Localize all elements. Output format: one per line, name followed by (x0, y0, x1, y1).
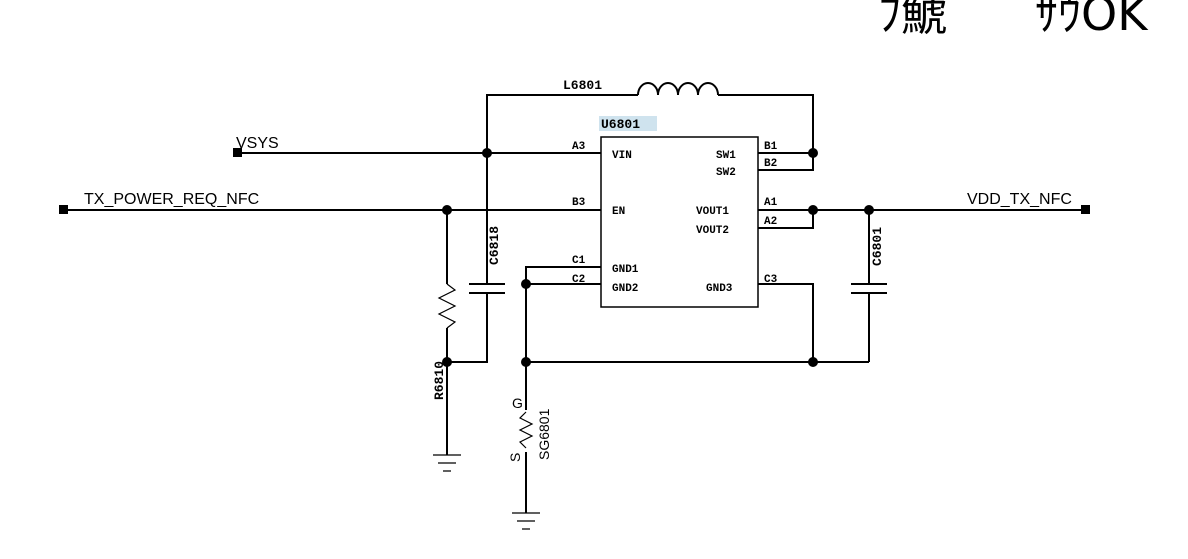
pin-name-vout1: VOUT1 (696, 206, 729, 218)
cap-in-label: C6818 (487, 226, 502, 265)
vout-junction-left (808, 205, 818, 215)
pin-name-vin: VIN (612, 150, 632, 162)
vsys-label: VSYS (236, 135, 279, 152)
gnd3-wire (758, 283, 814, 362)
spark-gap-zigzag (518, 411, 534, 449)
pin-name-gnd1: GND1 (612, 264, 639, 276)
inductor-right-wire (718, 94, 814, 153)
resistor-ground-symbol (433, 454, 461, 472)
spark-gap-s-label: S (507, 453, 523, 462)
pin-num-a3: A3 (572, 141, 586, 153)
ic-label: U6801 (601, 117, 640, 132)
inductor-left-wire (486, 94, 638, 153)
vdd-tx-port (1081, 205, 1090, 214)
pin-name-sw1: SW1 (716, 150, 736, 162)
cap-in-bottom-wire (447, 293, 488, 363)
inductor-coil (637, 82, 719, 96)
pin-num-c1: C1 (572, 255, 586, 267)
pin-name-vout2: VOUT2 (696, 225, 729, 237)
pin-name-gnd3: GND3 (706, 283, 733, 295)
pin-num-a1: A1 (764, 197, 778, 209)
pin-name-sw2: SW2 (716, 167, 736, 179)
ic-body (600, 136, 759, 308)
pin-num-a2: A2 (764, 216, 777, 228)
pin-name-gnd2: GND2 (612, 283, 638, 295)
pin-num-b1: B1 (764, 141, 778, 153)
gnd-junction-right (808, 357, 818, 367)
ic-label-highlight (599, 116, 657, 131)
vdd-tx-label: VDD_TX_NFC (967, 191, 1072, 208)
cap-out-label: C6801 (870, 227, 885, 266)
title-right: ｻｳOK (1035, 0, 1149, 41)
spark-gap-ground-symbol (512, 512, 540, 530)
title-left: ﾌ鯱 (878, 0, 947, 41)
tx-power-req-port (59, 205, 68, 214)
pin-num-b2: B2 (764, 158, 777, 170)
inductor-label: L6801 (563, 78, 602, 93)
pin-name-en: EN (612, 206, 625, 218)
gnd1-wire (525, 266, 601, 284)
sw2-wire (758, 153, 814, 171)
tx-power-req-label: TX_POWER_REQ_NFC (84, 191, 259, 208)
sw-junction (808, 148, 818, 158)
vout2-wire (758, 210, 814, 229)
pin-num-b3: B3 (572, 197, 586, 209)
spark-gap-g-label: G (512, 395, 523, 411)
resistor-label: R6810 (432, 361, 447, 400)
resistor-zigzag (437, 283, 457, 329)
spark-gap-label: SG6801 (536, 408, 552, 460)
